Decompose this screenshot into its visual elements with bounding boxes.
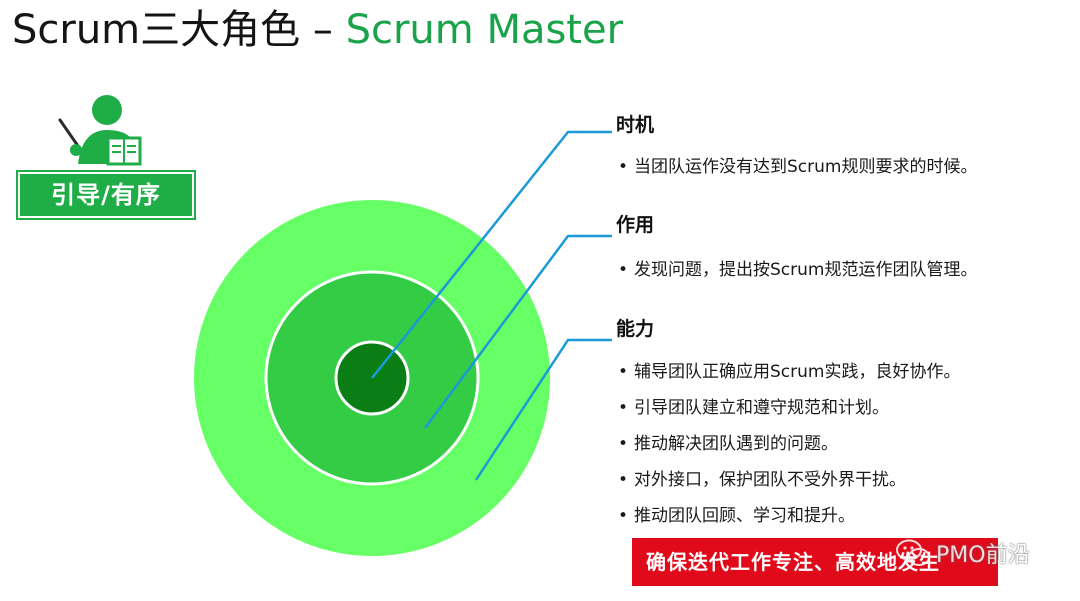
section-heading-role: 作用 [616, 214, 655, 236]
list-item: 辅导团队正确应用Scrum实践，良好协作。 [618, 354, 960, 390]
wechat-icon [896, 539, 930, 566]
list-item: 推动团队回顾、学习和提升。 [618, 498, 960, 534]
leader-line-role [423, 234, 612, 429]
teacher-pointer-book-icon [58, 95, 142, 166]
leader-line-ability [474, 338, 612, 481]
list-item: 当团队运作没有达到Scrum规则要求的时候。 [618, 149, 977, 185]
list-item: 发现问题，提出按Scrum规范运作团队管理。 [618, 252, 977, 288]
title-role: Scrum Master [345, 7, 624, 53]
role-badge: 引导/有序 [16, 170, 196, 220]
section-heading-timing: 时机 [616, 114, 655, 136]
section-list-role: 发现问题，提出按Scrum规范运作团队管理。 [618, 252, 977, 288]
highlight-banner: 确保迭代工作专注、高效地发生 [632, 538, 998, 586]
leader-line-timing [371, 130, 612, 379]
title-prefix: Scrum三大角色 – [12, 7, 346, 53]
list-item: 对外接口，保护团队不受外界干扰。 [618, 462, 960, 498]
section-list-ability: 辅导团队正确应用Scrum实践，良好协作。 引导团队建立和遵守规范和计划。 推动… [618, 354, 960, 534]
page-title: Scrum三大角色 – Scrum Master [12, 4, 623, 56]
section-list-timing: 当团队运作没有达到Scrum规则要求的时候。 [618, 149, 977, 185]
watermark: PMO前沿 [896, 536, 1030, 570]
list-item: 引导团队建立和遵守规范和计划。 [618, 390, 960, 426]
section-heading-ability: 能力 [616, 318, 655, 340]
watermark-text: PMO前沿 [936, 543, 1030, 568]
list-item: 推动解决团队遇到的问题。 [618, 426, 960, 462]
